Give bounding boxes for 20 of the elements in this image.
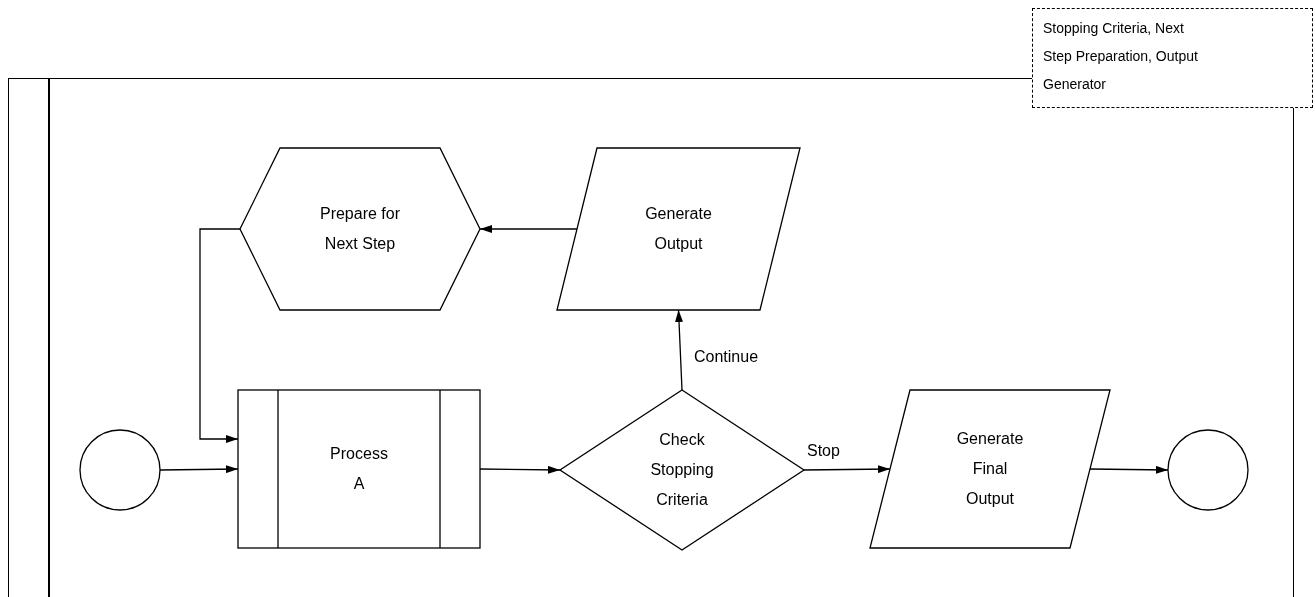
arrow	[675, 309, 683, 391]
data-parallelogram	[557, 148, 800, 310]
event-circle	[1168, 430, 1248, 510]
arrow	[803, 465, 891, 474]
preparation-hexagon	[240, 148, 480, 310]
arrow	[1089, 465, 1169, 474]
edge-label: Stop	[805, 442, 842, 460]
decision-diamond	[560, 390, 804, 550]
node-label: Check Stopping Criteria	[649, 430, 715, 510]
event-circle	[80, 430, 160, 510]
node-label: Prepare for Next Step	[318, 204, 401, 254]
node-label: Generate Final Output	[955, 429, 1025, 509]
arrow	[479, 225, 578, 233]
node-label: Process A	[329, 444, 389, 494]
node-label: Generate Output	[644, 204, 713, 254]
annotation-box	[1032, 8, 1313, 108]
data-parallelogram	[870, 390, 1110, 548]
annotation-text: Stopping Criteria, Next Step Preparation, Output Generator	[1043, 19, 1199, 94]
subprocess-box	[238, 390, 480, 548]
arrow	[199, 228, 241, 443]
